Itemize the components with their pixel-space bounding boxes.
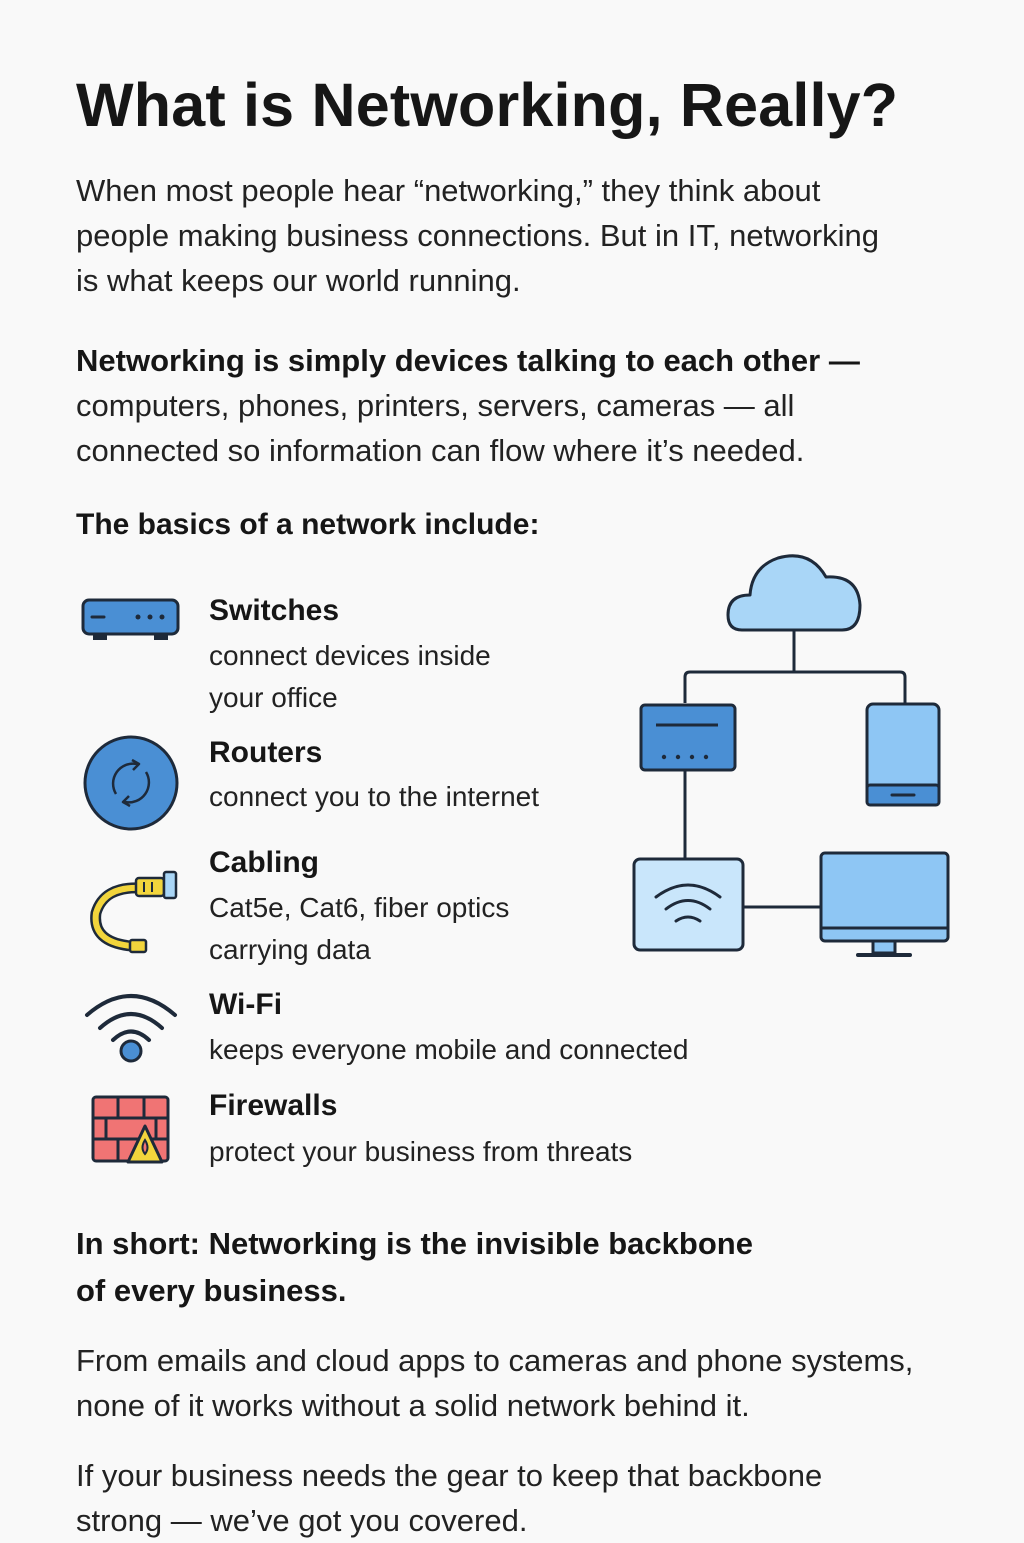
desc-line: your office	[209, 682, 338, 713]
item-desc-firewalls: protect your business from threats	[209, 1131, 632, 1173]
network-diagram	[632, 554, 950, 957]
tablet-icon	[865, 702, 941, 807]
item-desc-switches: connect devices inside your office	[209, 635, 491, 719]
closing-paragraph-1: From emails and cloud apps to cameras an…	[76, 1338, 913, 1428]
closing-paragraph-2: If your business needs the gear to keep …	[76, 1453, 822, 1543]
item-title-switches: Switches	[209, 594, 340, 627]
item-title-cabling: Cabling	[209, 846, 319, 879]
item-title-routers: Routers	[209, 736, 323, 769]
desc-line: keeps everyone mobile and connected	[209, 1034, 689, 1065]
item-title-wifi: Wi-Fi	[209, 988, 283, 1021]
intro-line: people making business connections. But …	[76, 218, 880, 253]
desc-line: connect devices inside	[209, 640, 491, 671]
cloud-icon	[726, 554, 862, 632]
summary-line: of every business.	[76, 1273, 347, 1308]
closing-line: From emails and cloud apps to cameras an…	[76, 1343, 914, 1378]
intro-line: When most people hear “networking,” they…	[76, 173, 821, 208]
intro-line: is what keeps our world running.	[76, 263, 521, 298]
definition-paragraph: Networking is simply devices talking to …	[76, 338, 860, 473]
switch-icon	[81, 598, 180, 640]
basics-heading: The basics of a network include:	[76, 508, 540, 541]
item-desc-routers: connect you to the internet	[209, 776, 539, 818]
definition-lead: Networking is simply devices talking to …	[76, 343, 860, 378]
desc-line: protect your business from threats	[209, 1136, 633, 1167]
closing-line: strong — we’ve got you covered.	[76, 1503, 528, 1538]
connection-lines	[683, 630, 907, 909]
item-desc-cabling: Cat5e, Cat6, fiber optics carrying data	[209, 887, 509, 971]
item-title-firewalls: Firewalls	[209, 1089, 338, 1122]
wifi-icon	[85, 994, 177, 1063]
desc-line: carrying data	[209, 934, 371, 965]
summary-statement: In short: Networking is the invisible ba…	[76, 1220, 753, 1314]
summary-line: In short: Networking is the invisible ba…	[76, 1226, 753, 1261]
intro-paragraph: When most people hear “networking,” they…	[76, 168, 879, 303]
switch-icon	[639, 703, 737, 772]
router-icon	[83, 735, 179, 831]
desc-line: connect you to the internet	[209, 781, 539, 812]
item-desc-wifi: keeps everyone mobile and connected	[209, 1029, 688, 1071]
closing-line: If your business needs the gear to keep …	[76, 1458, 823, 1493]
closing-line: none of it works without a solid network…	[76, 1388, 750, 1423]
cable-icon	[90, 870, 178, 954]
definition-line: connected so information can flow where …	[76, 433, 805, 468]
definition-line: computers, phones, printers, servers, ca…	[76, 388, 795, 423]
wireless-access-point-icon	[632, 857, 745, 952]
desktop-monitor-icon	[819, 851, 950, 957]
page-title: What is Networking, Really?	[76, 71, 899, 139]
firewall-icon	[91, 1095, 170, 1164]
desc-line: Cat5e, Cat6, fiber optics	[209, 892, 510, 923]
